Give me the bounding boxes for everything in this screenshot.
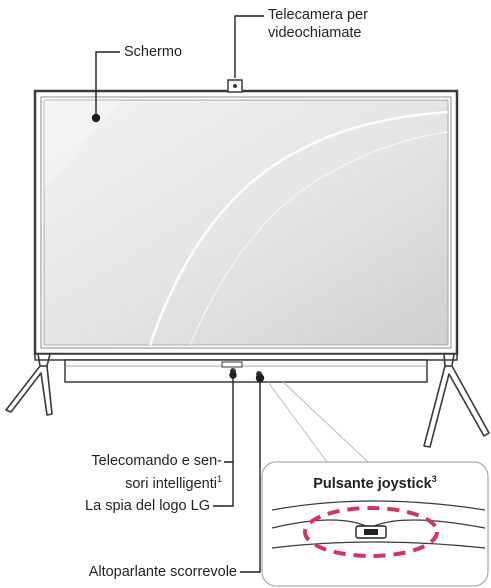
label-remote-sensor: Telecomando e sen- sori intelligenti1 [18, 452, 222, 493]
joystick-inset [261, 461, 489, 587]
left-stand [5, 353, 53, 416]
inset-callout [267, 381, 369, 463]
inset-title-text: Pulsante joystick [313, 475, 432, 492]
tv-screen [43, 99, 449, 346]
speaker-bar [34, 353, 458, 383]
label-camera-line2: videochiamate [268, 25, 362, 41]
label-camera-line1: Telecamera per [268, 7, 368, 23]
footnote-3: 3 [431, 474, 437, 484]
joystick-highlight [303, 506, 439, 558]
camera-icon [227, 79, 243, 93]
right-stand [423, 353, 490, 448]
footnote-1: 1 [216, 474, 222, 484]
label-remote-line1: Telecomando e sen- [91, 453, 222, 469]
joystick-button-icon [355, 525, 387, 539]
label-camera: Telecamera per videochiamate [268, 6, 368, 42]
leader-lines [91, 15, 265, 573]
label-remote-line2: sori intelligenti1 [18, 470, 222, 493]
label-screen: Schermo [124, 44, 183, 60]
inset-title: Pulsante joystick3 [262, 470, 488, 493]
label-logo-light: La spia del logo LG [85, 498, 210, 514]
label-remote-line2-text: sori intelligenti [125, 475, 217, 492]
label-speaker: Altoparlante scorrevole [88, 564, 237, 580]
